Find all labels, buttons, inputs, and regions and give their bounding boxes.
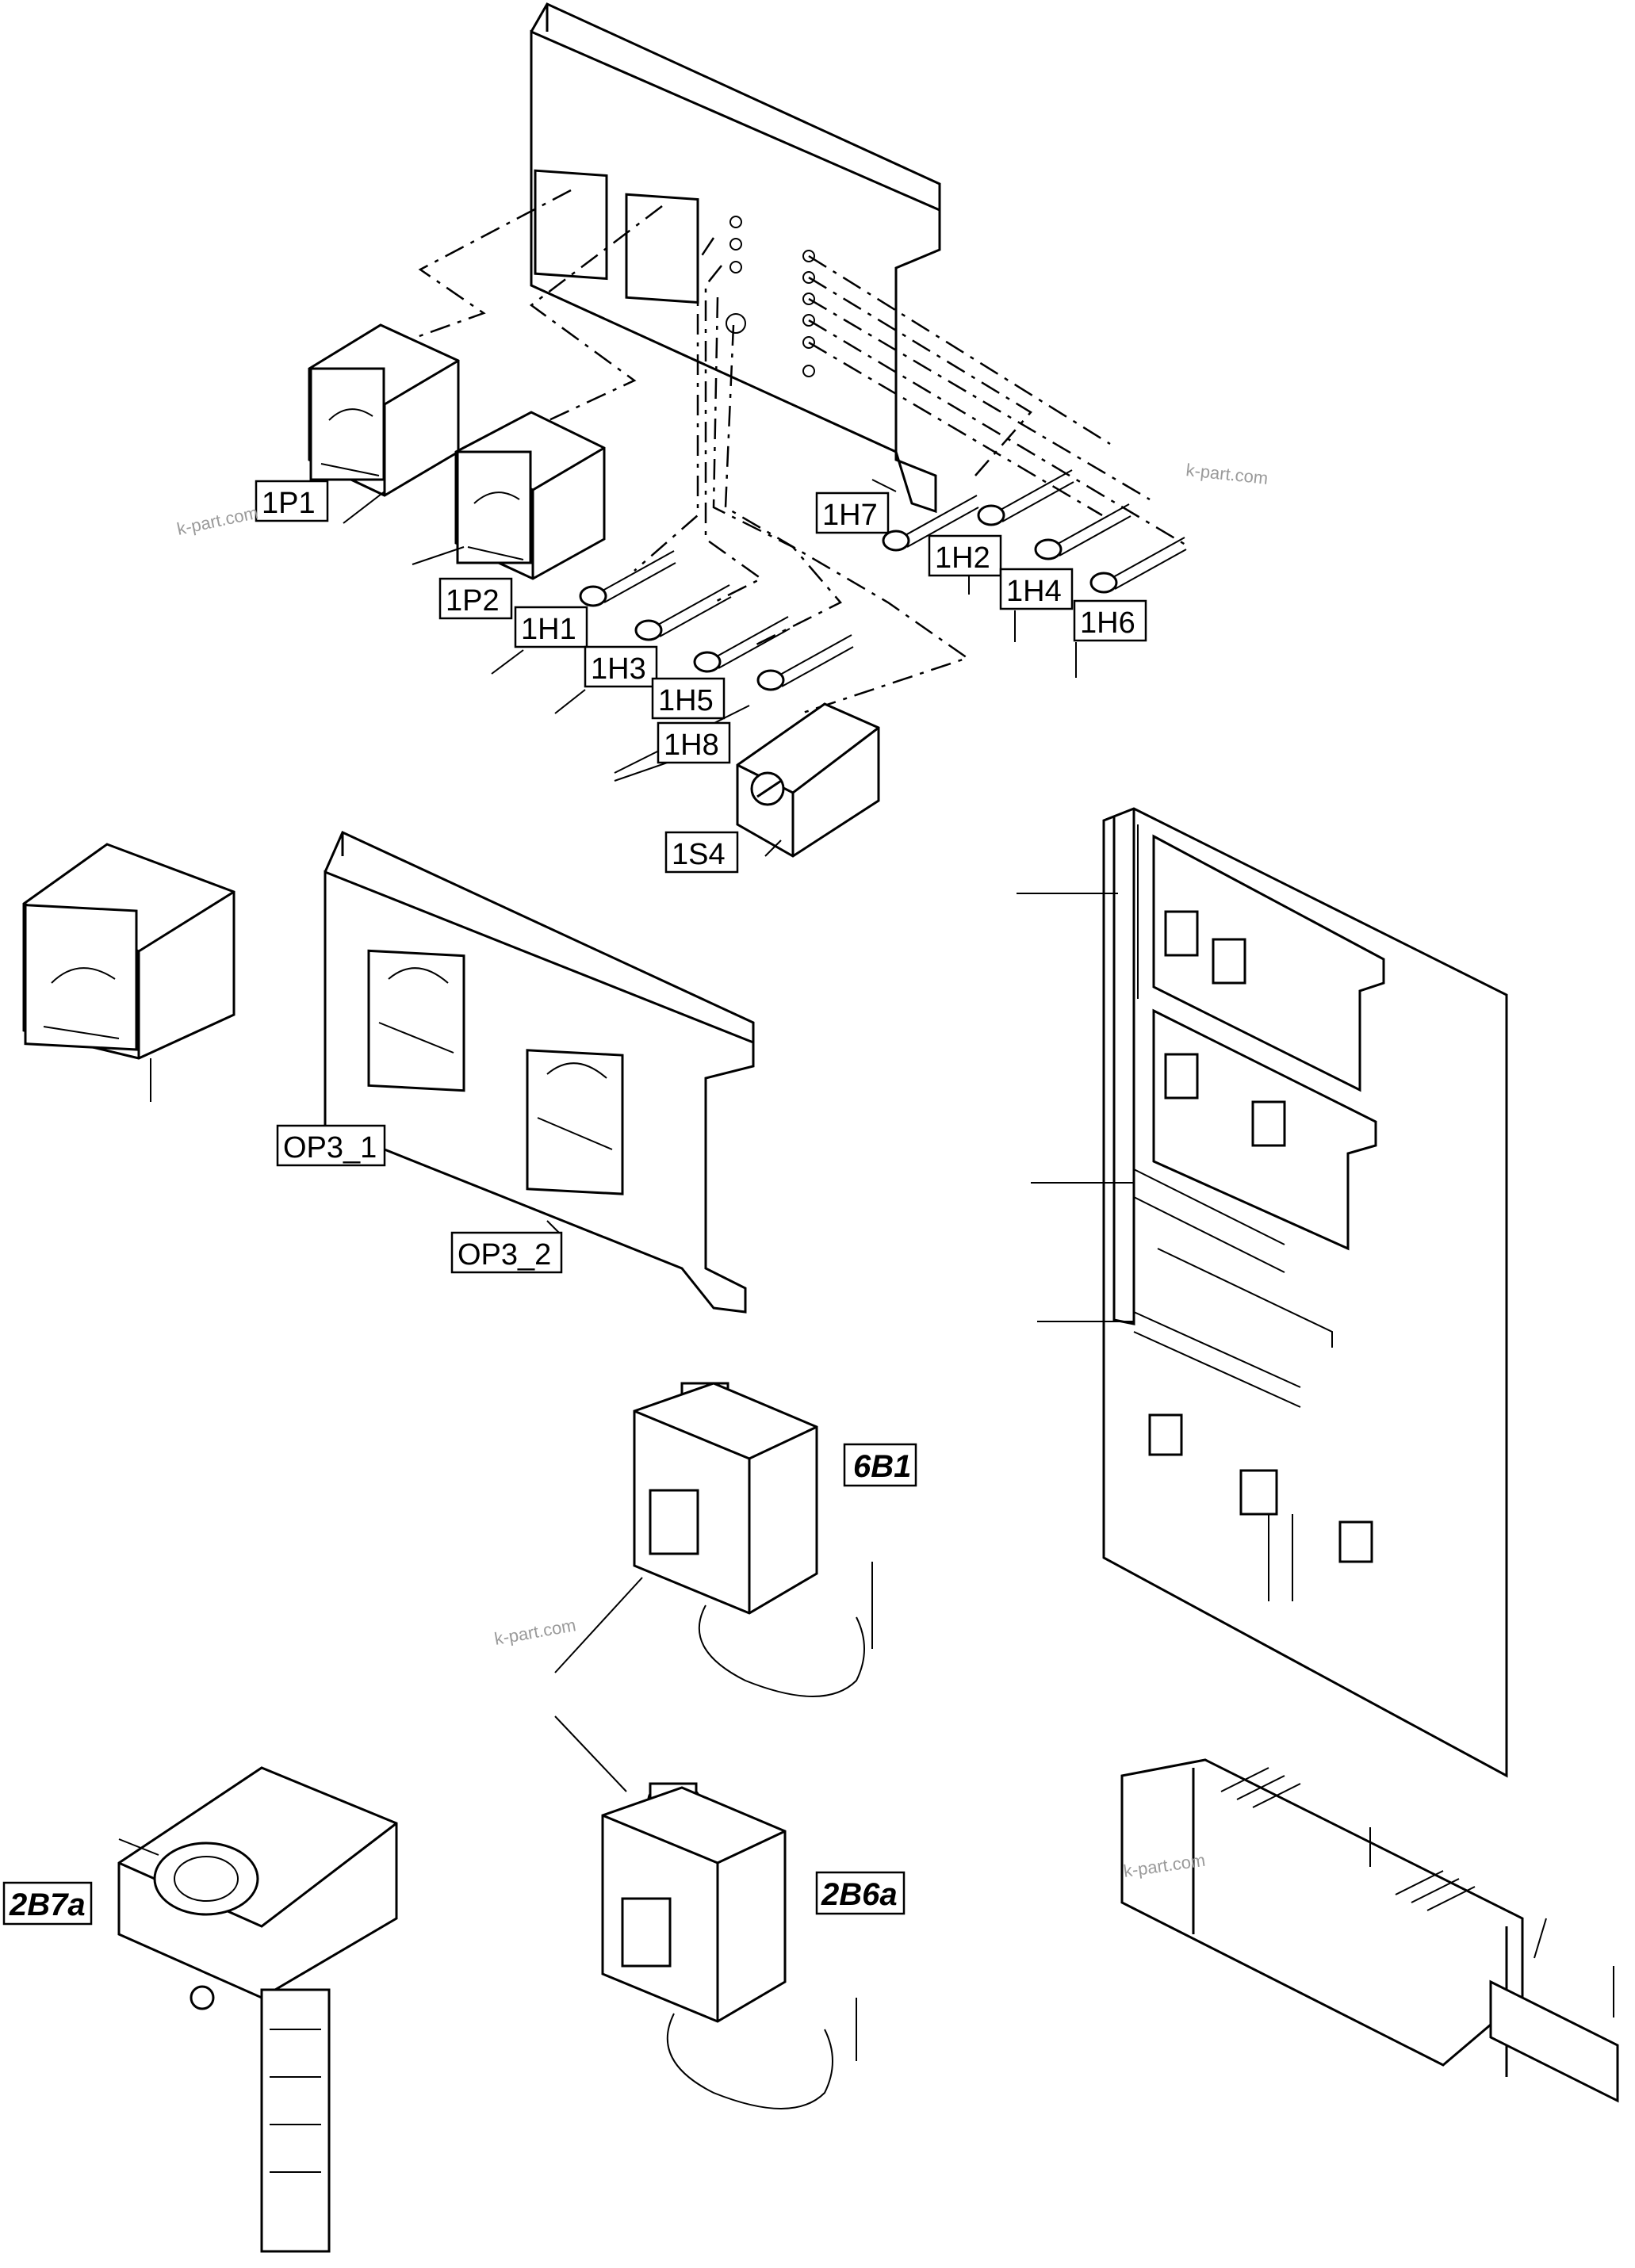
label-2b7a-text: 2B7a bbox=[9, 1887, 86, 1922]
panel-holes bbox=[726, 216, 815, 377]
label-op3-2: OP3_2 bbox=[450, 1231, 563, 1274]
label-1p1-text: 1P1 bbox=[262, 487, 316, 520]
label-1s4-text: 1S4 bbox=[672, 838, 726, 871]
selector-switch-1s4 bbox=[736, 702, 880, 858]
label-1h1-text: 1H1 bbox=[521, 613, 576, 646]
label-op3-1-text: OP3_1 bbox=[283, 1131, 377, 1165]
meter-loose bbox=[22, 843, 235, 1102]
cabinet-overview bbox=[1017, 807, 1508, 1778]
meter-1p2 bbox=[454, 411, 606, 580]
label-1h4-text: 1H4 bbox=[1006, 575, 1062, 608]
top-control-panel bbox=[530, 2, 941, 514]
label-op3-1: OP3_1 bbox=[276, 1124, 386, 1167]
label-1h8: 1H8 bbox=[657, 721, 731, 764]
thermostat-2b6a bbox=[554, 1715, 857, 2109]
label-2b6a: 2B6a bbox=[815, 1871, 906, 1915]
label-1p2-text: 1P2 bbox=[446, 584, 500, 618]
label-1h7-text: 1H7 bbox=[822, 499, 878, 532]
watermark-3: k-part.com bbox=[493, 1615, 578, 1649]
thermostat-6b1 bbox=[554, 1382, 873, 1697]
label-1h5: 1H5 bbox=[651, 677, 726, 720]
label-1h8-text: 1H8 bbox=[664, 729, 719, 762]
label-1h3: 1H3 bbox=[584, 645, 658, 688]
meter-1p1 bbox=[308, 323, 460, 497]
label-1h2-text: 1H2 bbox=[935, 541, 990, 575]
label-1h2: 1H2 bbox=[928, 534, 1002, 577]
label-1s4: 1S4 bbox=[664, 831, 739, 874]
label-op3-2-text: OP3_2 bbox=[458, 1238, 551, 1272]
label-2b7a: 2B7a bbox=[2, 1881, 93, 1926]
explosion-lines bbox=[372, 189, 1190, 715]
label-6b1: 6B1 bbox=[843, 1443, 917, 1487]
label-1h7: 1H7 bbox=[815, 491, 890, 534]
label-1h6: 1H6 bbox=[1073, 599, 1147, 642]
watermark-2: k-part.com bbox=[1185, 460, 1269, 488]
label-1h5-text: 1H5 bbox=[658, 684, 714, 717]
label-1h4: 1H4 bbox=[999, 568, 1074, 610]
label-1p1: 1P1 bbox=[255, 480, 329, 522]
label-1p2: 1P2 bbox=[438, 577, 513, 620]
op3-panel bbox=[324, 830, 755, 1314]
thermostat-2b7a bbox=[117, 1766, 398, 2253]
terminal-rail bbox=[1120, 1758, 1619, 2103]
label-1h1: 1H1 bbox=[514, 606, 588, 648]
label-1h3-text: 1H3 bbox=[591, 652, 646, 686]
indicator-lamps bbox=[579, 469, 1187, 691]
watermark-1: k-part.com bbox=[175, 503, 260, 539]
label-6b1-text: 6B1 bbox=[853, 1449, 911, 1484]
label-2b6a-text: 2B6a bbox=[821, 1877, 898, 1912]
label-1h6-text: 1H6 bbox=[1080, 606, 1135, 640]
